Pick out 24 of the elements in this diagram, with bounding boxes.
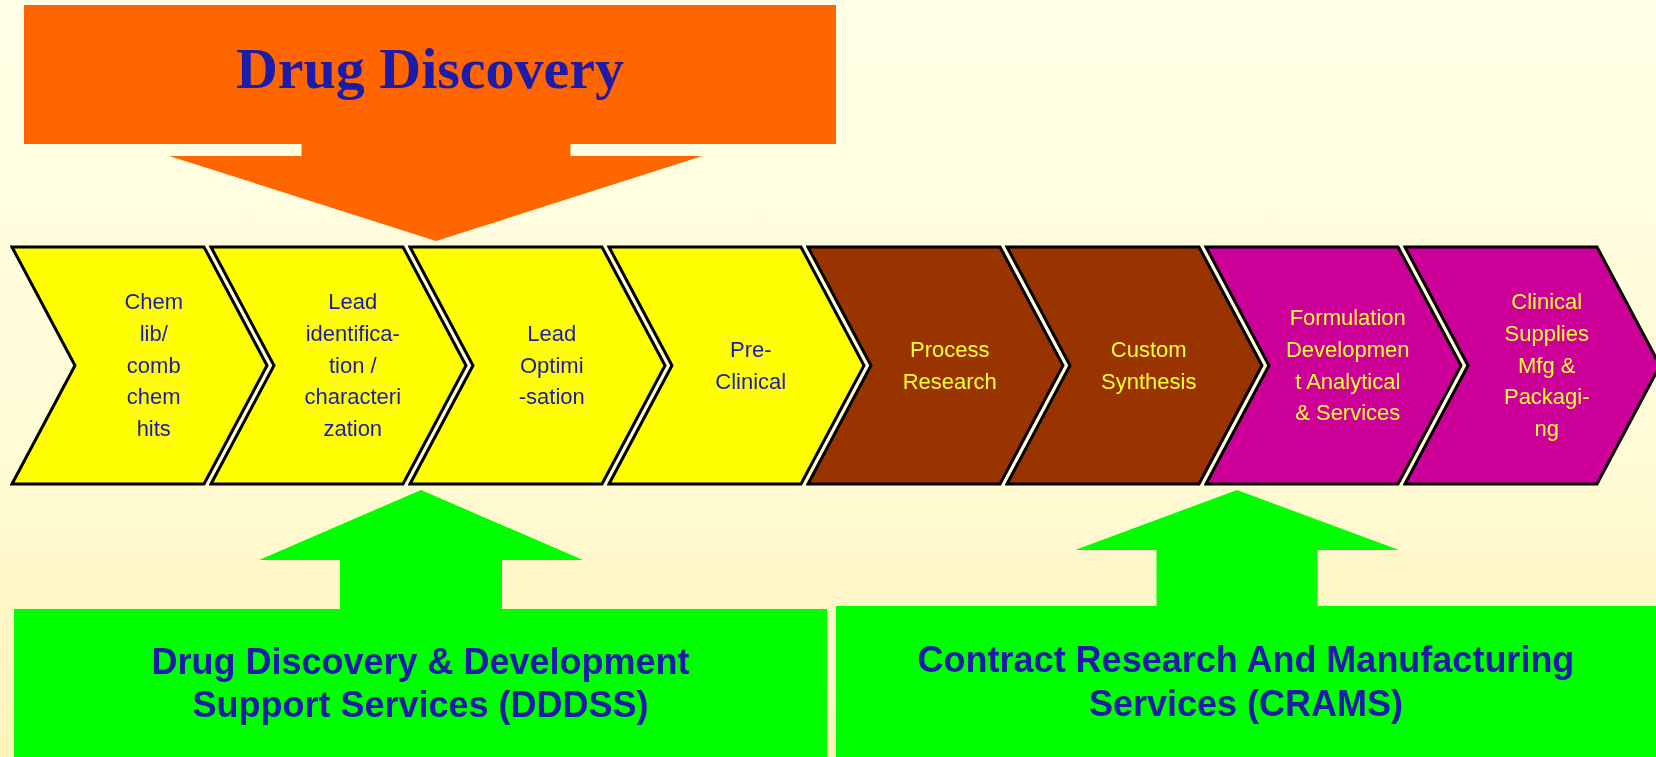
step-label: Lead identifica- tion / characteri zation (303, 287, 403, 444)
step-label: Chem lib/ comb chem hits (123, 287, 185, 444)
step-label: Pre- Clinical (714, 335, 788, 396)
chevron-step (607, 245, 866, 486)
heading-banner (836, 606, 1656, 757)
chevron-step (1005, 245, 1264, 486)
banner-title: Drug Discovery (235, 34, 625, 103)
block-arrow (169, 144, 703, 241)
chevron-step (408, 245, 667, 486)
banner-title: Drug Discovery & Development Support Services (DDDSS) (150, 639, 691, 727)
step-label: Clinical Supplies Mfg & Packagi- ng (1502, 287, 1591, 444)
step-label: Process Research (901, 335, 998, 396)
step-label: Custom Synthesis (1100, 335, 1198, 396)
chevron-step (209, 245, 468, 486)
banner-title: Contract Research And Manufacturing Services (CRAMS) (916, 638, 1576, 725)
heading-banner (24, 5, 836, 144)
chevron-step (10, 245, 269, 486)
chevron-step (1204, 245, 1463, 486)
block-arrow (259, 490, 583, 609)
heading-banner (14, 609, 827, 757)
block-arrow (1075, 490, 1399, 606)
step-label: Formulation Developmen t Analytical & Services (1285, 303, 1410, 428)
step-label: Lead Optimi -sation (517, 319, 586, 412)
chevron-step (806, 245, 1065, 486)
